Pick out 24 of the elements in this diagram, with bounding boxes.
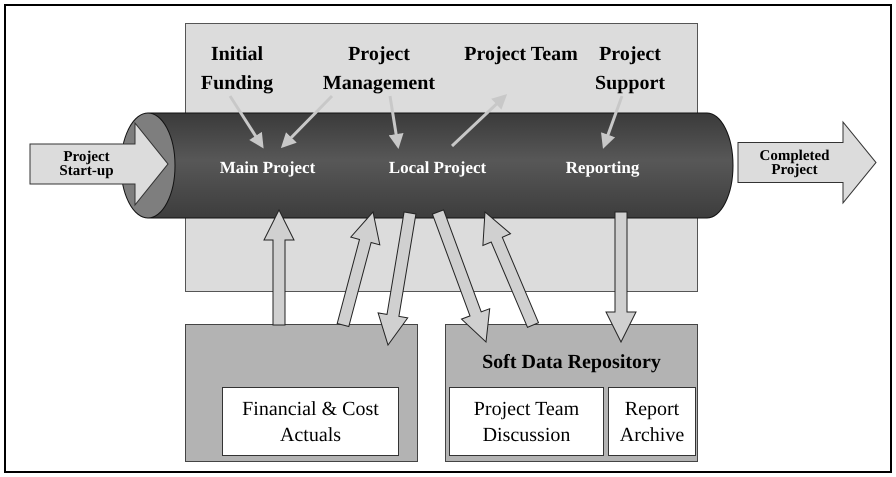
system-panel — [185, 324, 418, 462]
block-arrow — [482, 210, 540, 328]
arrow-label: Project Start-up — [58, 150, 115, 178]
data-store-box: Financial & Cost Actuals — [222, 387, 399, 456]
stage-label: Reporting — [564, 157, 640, 178]
input-label: Project Management — [322, 42, 436, 96]
block-arrow — [263, 208, 295, 326]
arrow — [228, 95, 264, 149]
input-label: Project Team — [463, 42, 579, 67]
stage-label: Local Project — [388, 157, 488, 178]
stage-label: Main Project — [218, 157, 316, 178]
input-label: Initial Funding — [200, 42, 274, 96]
data-store-box: Project Team Discussion — [449, 387, 604, 456]
data-store-box: Report Archive — [608, 387, 696, 456]
arrow-label: Completed Project — [758, 148, 830, 176]
block-arrow — [605, 212, 637, 344]
block-arrow — [377, 211, 416, 346]
block-arrow — [432, 209, 490, 344]
block-arrow — [336, 210, 380, 328]
arrow — [450, 94, 508, 148]
arrow — [280, 94, 334, 148]
panel-title: Soft Data Repository — [481, 350, 662, 374]
input-label: Project Support — [594, 42, 666, 96]
repository-panel — [445, 324, 698, 462]
